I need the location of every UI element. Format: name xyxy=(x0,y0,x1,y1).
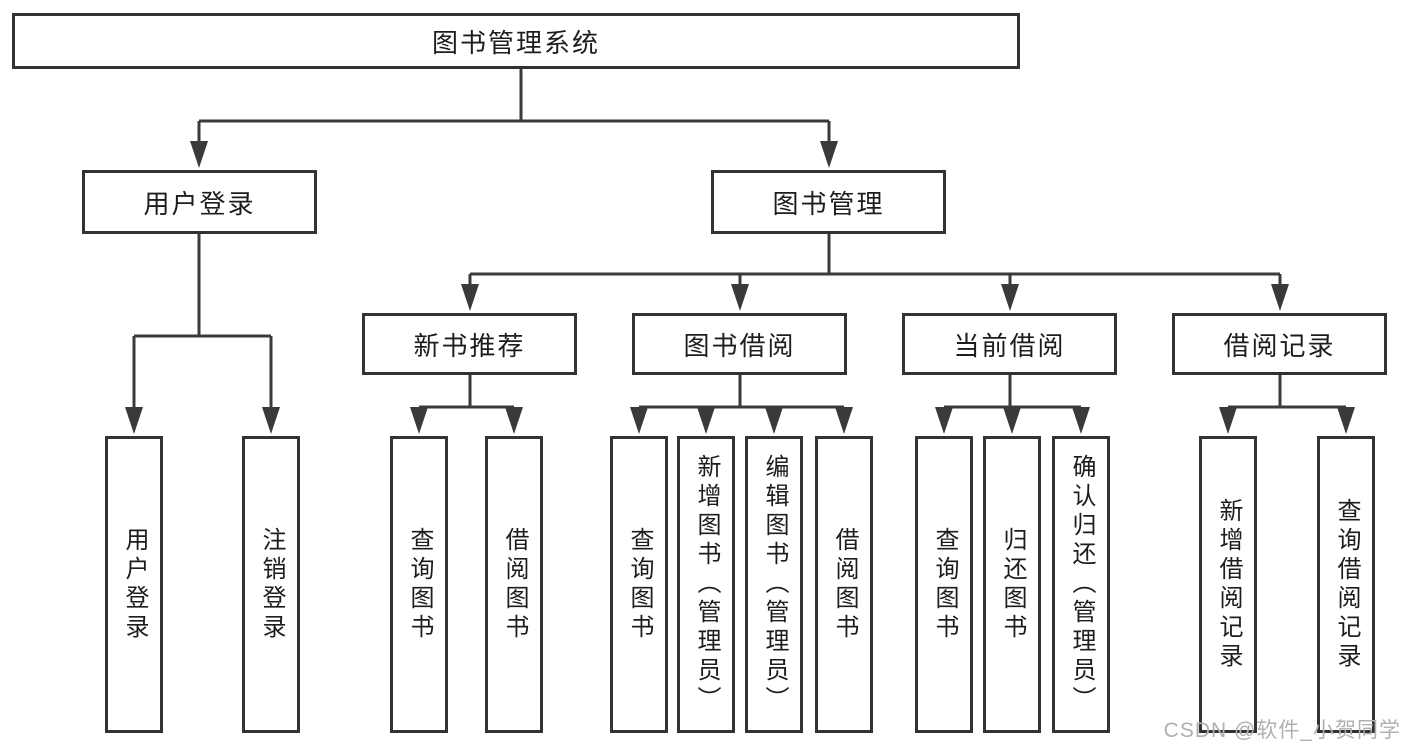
leaf-records-query-record: 查询借阅记录 xyxy=(1317,436,1375,733)
leaf-borrowing-query-books: 查询图书 xyxy=(610,436,668,733)
arrowheads xyxy=(125,141,1355,434)
leaf-user-login: 用户登录 xyxy=(105,436,163,733)
leaf-records-add-record: 新增借阅记录 xyxy=(1199,436,1257,733)
leaf-borrowing-add-books-admin: 新增图书（管理员） xyxy=(677,436,735,733)
leaf-borrowing-edit-books-admin: 编辑图书（管理员） xyxy=(745,436,803,733)
node-book-management: 图书管理 xyxy=(711,170,946,234)
leaf-current-query-books: 查询图书 xyxy=(915,436,973,733)
leaf-borrowing-borrow-books: 借阅图书 xyxy=(815,436,873,733)
leaf-current-confirm-return-admin: 确认归还（管理员） xyxy=(1052,436,1110,733)
leaf-logout: 注销登录 xyxy=(242,436,300,733)
root-node-library-system: 图书管理系统 xyxy=(12,13,1020,69)
csdn-watermark: CSDN @软件_小贺同学 xyxy=(1163,719,1401,742)
node-user-login: 用户登录 xyxy=(82,170,317,234)
leaf-newbook-query-books: 查询图书 xyxy=(390,436,448,733)
node-borrowing-records: 借阅记录 xyxy=(1172,313,1387,375)
node-book-borrowing: 图书借阅 xyxy=(632,313,847,375)
leaf-newbook-borrow-books: 借阅图书 xyxy=(485,436,543,733)
node-current-borrowing: 当前借阅 xyxy=(902,313,1117,375)
leaf-current-return-books: 归还图书 xyxy=(983,436,1041,733)
node-new-book-recommend: 新书推荐 xyxy=(362,313,577,375)
